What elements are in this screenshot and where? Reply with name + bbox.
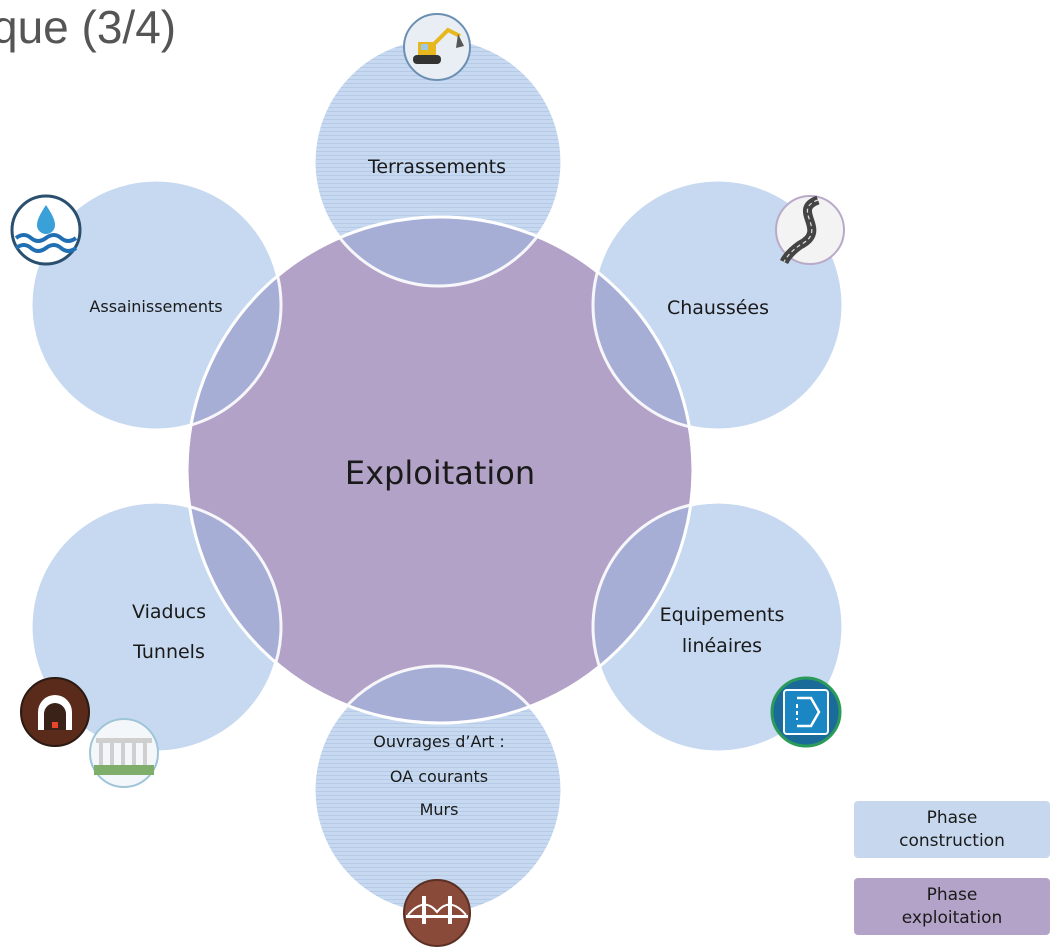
equipements-label-line1: Equipements [660, 604, 785, 626]
excavator-icon [403, 13, 471, 81]
tunnels-label-line2: Tunnels [132, 641, 205, 663]
legend-construction-line1: Phase [926, 807, 978, 828]
legend-exploitation-line2: exploitation [901, 907, 1003, 928]
legend-construction: Phase construction [854, 801, 1050, 858]
slide-title: que (3/4) [0, 1, 177, 53]
terrassements-label: Terrassements [367, 156, 506, 178]
center-label: Exploitation [345, 454, 535, 492]
water-drop-icon [10, 194, 82, 266]
tunnel-icon [20, 677, 90, 747]
ouvrages-label-line2: OA courants [390, 767, 488, 786]
viaducs-label-line1: Viaducs [132, 601, 206, 623]
legend-exploitation-line1: Phase [926, 884, 978, 905]
legend-exploitation: Phase exploitation [854, 878, 1050, 935]
ouvrages-label-line1: Ouvrages d’Art : [373, 732, 505, 751]
legend-construction-line2: construction [899, 830, 1005, 851]
viaduct-icon [89, 718, 159, 788]
chaussees-label: Chaussées [667, 297, 769, 319]
equipements-label-line2: linéaires [682, 635, 762, 657]
assainissements-label: Assainissements [89, 297, 222, 316]
road-sign-icon [770, 676, 842, 748]
ouvrages-label-line3: Murs [420, 800, 459, 819]
road-icon [775, 195, 845, 265]
bridge-icon [403, 879, 471, 947]
